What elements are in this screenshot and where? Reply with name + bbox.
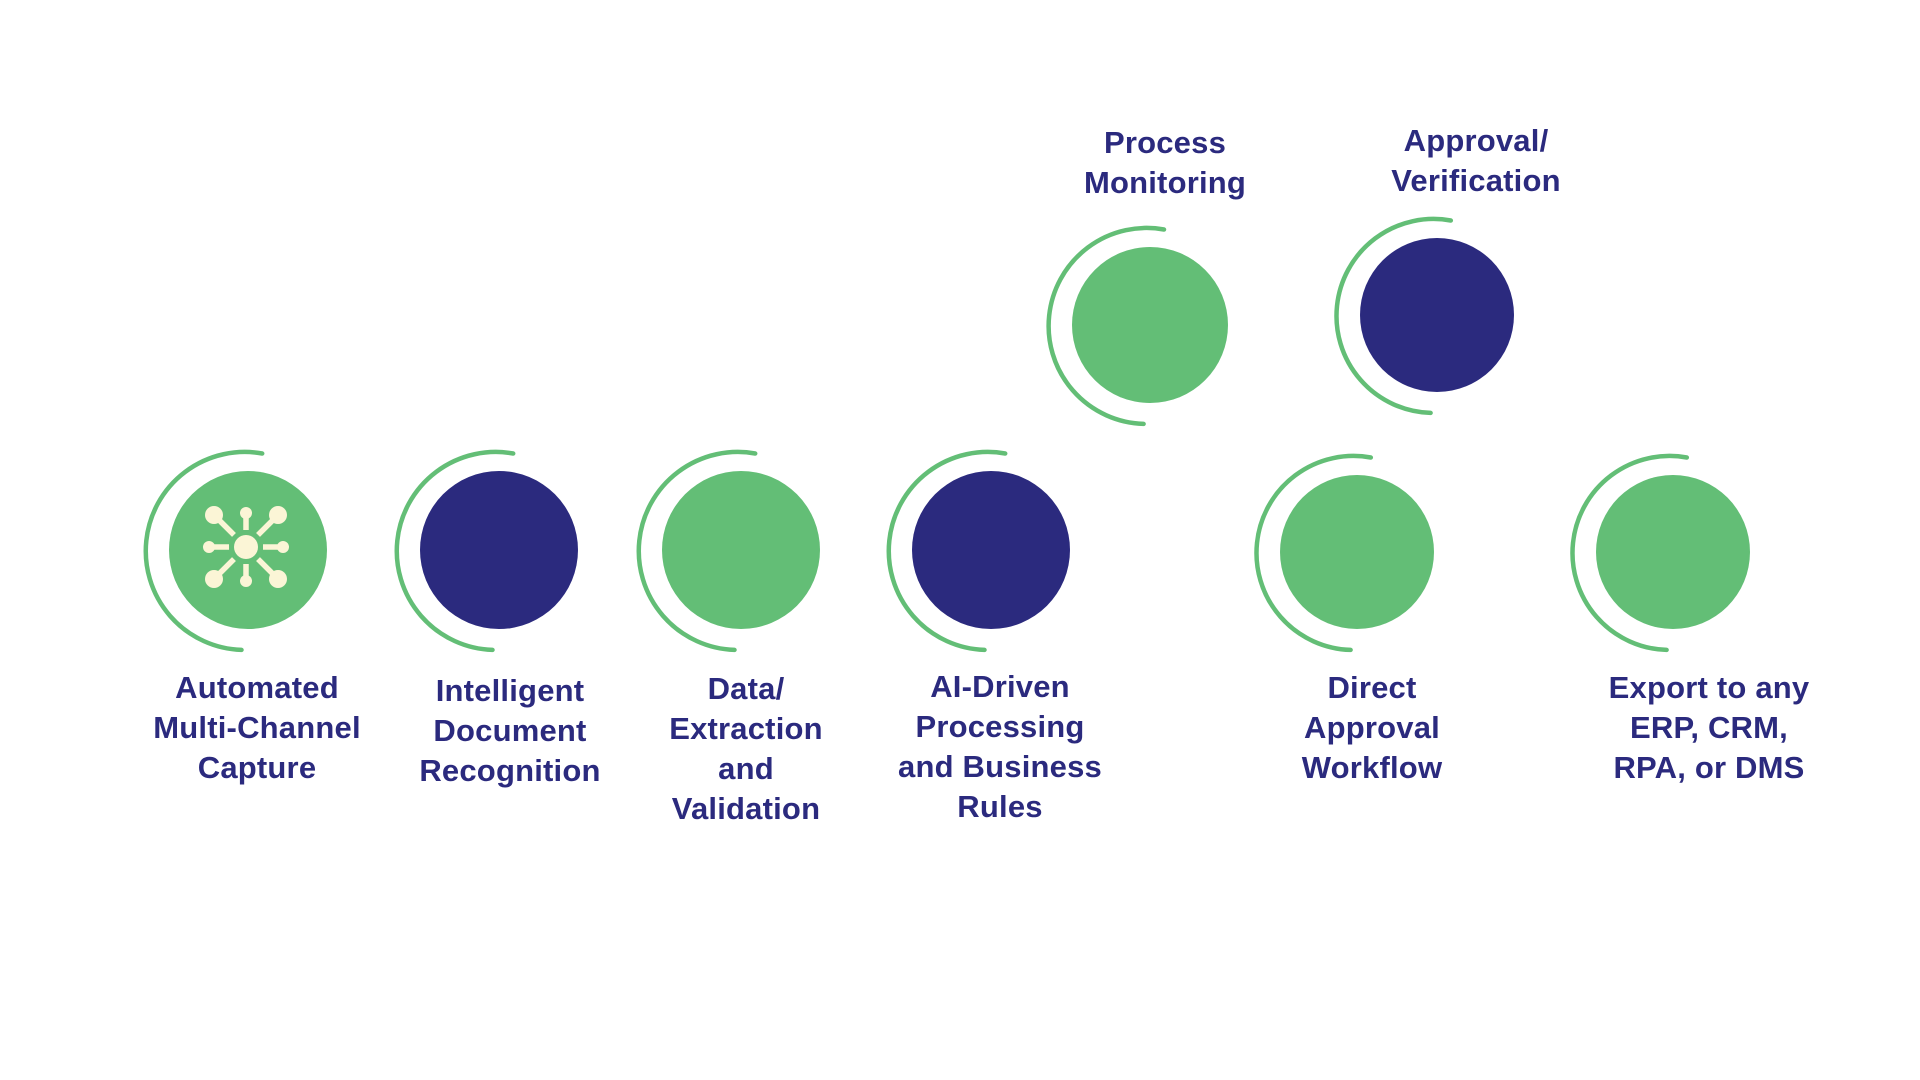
- step-label-direct-approval-workflow: Direct Approval Workflow: [1242, 668, 1502, 788]
- label-line: Verification: [1391, 163, 1561, 198]
- step-node-data-extraction-validation: [636, 449, 820, 653]
- label-line: Intelligent: [435, 673, 585, 708]
- step-circle: [1596, 475, 1750, 629]
- label-line: and: [718, 751, 774, 786]
- step-node-intelligent-document-recognition: [394, 449, 578, 653]
- step-node-approval-verification: [1334, 216, 1514, 416]
- step-label-export-erp-crm-rpa-dms: Export to any ERP, CRM, RPA, or DMS: [1579, 668, 1839, 788]
- step-circle: [912, 471, 1070, 629]
- label-line: Monitoring: [1083, 165, 1247, 200]
- arc-decoration: [886, 449, 1008, 653]
- step-node-ai-driven-processing: [886, 449, 1070, 653]
- step-label-process-monitoring: Process Monitoring: [1035, 123, 1295, 203]
- step-node-process-monitoring: [1046, 225, 1228, 427]
- network-hub-icon: [203, 506, 289, 588]
- step-node-export-erp-crm-rpa-dms: [1570, 453, 1750, 653]
- step-label-ai-driven-processing: AI-Driven Processing and Business Rules: [870, 667, 1130, 827]
- label-line: Multi-Channel: [153, 710, 361, 745]
- label-line: Data/: [707, 671, 785, 706]
- label-line: Extraction: [669, 711, 823, 746]
- label-line: Rules: [957, 789, 1043, 824]
- label-line: ERP, CRM,: [1630, 710, 1788, 745]
- step-node-automated-multi-channel-capture: [143, 449, 327, 653]
- step-circle: [662, 471, 820, 629]
- label-line: Automated: [175, 670, 339, 705]
- step-circle: [1072, 247, 1228, 403]
- label-line: Direct: [1327, 670, 1417, 705]
- step-node-direct-approval-workflow: [1254, 453, 1434, 653]
- arc-decoration: [143, 449, 265, 653]
- label-line: Validation: [671, 791, 821, 826]
- label-line: Workflow: [1301, 750, 1443, 785]
- step-label-approval-verification: Approval/ Verification: [1346, 121, 1606, 201]
- label-line: Recognition: [419, 753, 601, 788]
- step-circle: [1280, 475, 1434, 629]
- arc-decoration: [1334, 216, 1454, 416]
- label-line: Document: [433, 713, 587, 748]
- label-line: AI-Driven: [930, 669, 1070, 704]
- label-line: RPA, or DMS: [1613, 750, 1805, 785]
- label-line: Processing: [915, 709, 1085, 744]
- arc-decoration: [636, 449, 758, 653]
- step-label-intelligent-document-recognition: Intelligent Document Recognition: [380, 671, 640, 791]
- label-line: and Business: [898, 749, 1102, 784]
- label-line: Approval/: [1403, 123, 1549, 158]
- arc-decoration: [1046, 225, 1167, 427]
- label-line: Export to any: [1608, 670, 1810, 705]
- arc-decoration: [394, 449, 516, 653]
- step-circle: [1360, 238, 1514, 392]
- label-line: Process: [1103, 125, 1227, 160]
- arc-decoration: [1570, 453, 1690, 653]
- step-label-automated-multi-channel-capture: Automated Multi-Channel Capture: [127, 668, 387, 788]
- label-line: Approval: [1304, 710, 1440, 745]
- step-circle: [420, 471, 578, 629]
- step-label-data-extraction-validation: Data/ Extraction and Validation: [616, 669, 876, 829]
- arc-decoration: [1254, 453, 1374, 653]
- label-line: Capture: [197, 750, 317, 785]
